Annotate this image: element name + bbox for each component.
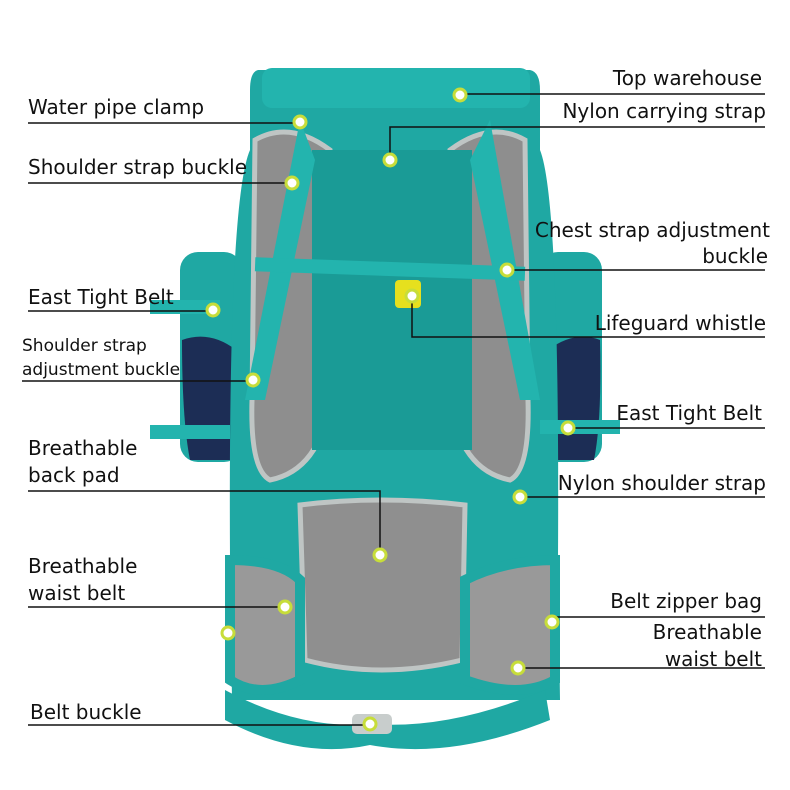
label-nylon-shoulder-strap: Nylon shoulder strap xyxy=(557,471,766,495)
label-east-tight-belt-left: East Tight Belt xyxy=(28,285,174,309)
label-breathable-waist-belt-right-2: waist belt xyxy=(664,647,762,671)
label-shoulder-strap-buckle: Shoulder strap buckle xyxy=(28,155,248,179)
label-breathable-back-pad-2: back pad xyxy=(28,463,120,487)
label-water-pipe-clamp: Water pipe clamp xyxy=(28,95,205,119)
label-breathable-waist-belt-left-2: waist belt xyxy=(28,581,126,605)
label-east-tight-belt-right: East Tight Belt xyxy=(616,401,762,425)
label-chest-strap-adjustment-1: Chest strap adjustment xyxy=(534,218,770,242)
lumbar-pad xyxy=(297,497,468,673)
label-breathable-waist-belt-right-1: Breathable xyxy=(652,620,762,644)
label-top-warehouse: Top warehouse xyxy=(612,66,762,90)
label-shoulder-strap-adjustment-2: adjustment buckle xyxy=(22,360,181,380)
label-belt-buckle: Belt buckle xyxy=(30,700,142,724)
label-breathable-waist-belt-left-1: Breathable xyxy=(28,554,138,578)
label-breathable-back-pad-1: Breathable xyxy=(28,436,138,460)
label-belt-zipper-bag: Belt zipper bag xyxy=(610,589,762,613)
top-lid xyxy=(262,68,530,108)
label-nylon-carrying-strap: Nylon carrying strap xyxy=(562,99,766,123)
label-shoulder-strap-adjustment-1: Shoulder strap xyxy=(22,336,147,356)
label-chest-strap-adjustment-2: buckle xyxy=(702,244,768,268)
label-lifeguard-whistle: Lifeguard whistle xyxy=(594,311,766,335)
